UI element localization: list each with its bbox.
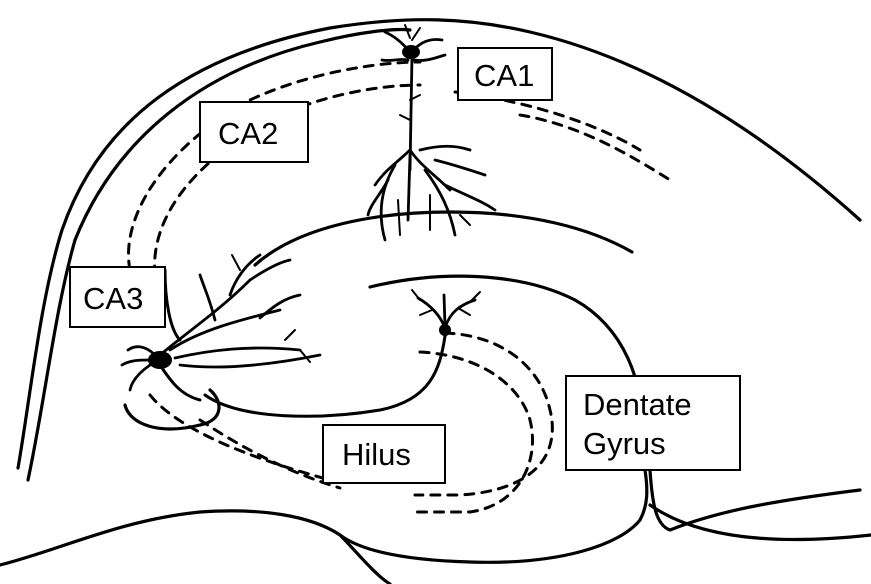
label-ca1: CA1: [458, 48, 552, 100]
label-ca2-text: CA2: [218, 116, 278, 151]
granule-layer-dashes: [410, 333, 552, 512]
label-ca1-text: CA1: [474, 58, 534, 93]
label-dentate-gyrus: Dentate Gyrus: [566, 376, 740, 470]
label-dentate-line1: Dentate: [583, 387, 692, 422]
bottom-contours: [0, 470, 871, 584]
label-dentate-line2: Gyrus: [583, 426, 666, 461]
label-ca2: CA2: [200, 102, 308, 162]
label-hilus: Hilus: [323, 425, 445, 483]
label-ca3: CA3: [70, 267, 165, 327]
label-ca3-text: CA3: [83, 281, 143, 316]
axons: [160, 270, 445, 416]
label-hilus-text: Hilus: [342, 437, 411, 472]
dentate-granule-cell: [412, 290, 480, 336]
